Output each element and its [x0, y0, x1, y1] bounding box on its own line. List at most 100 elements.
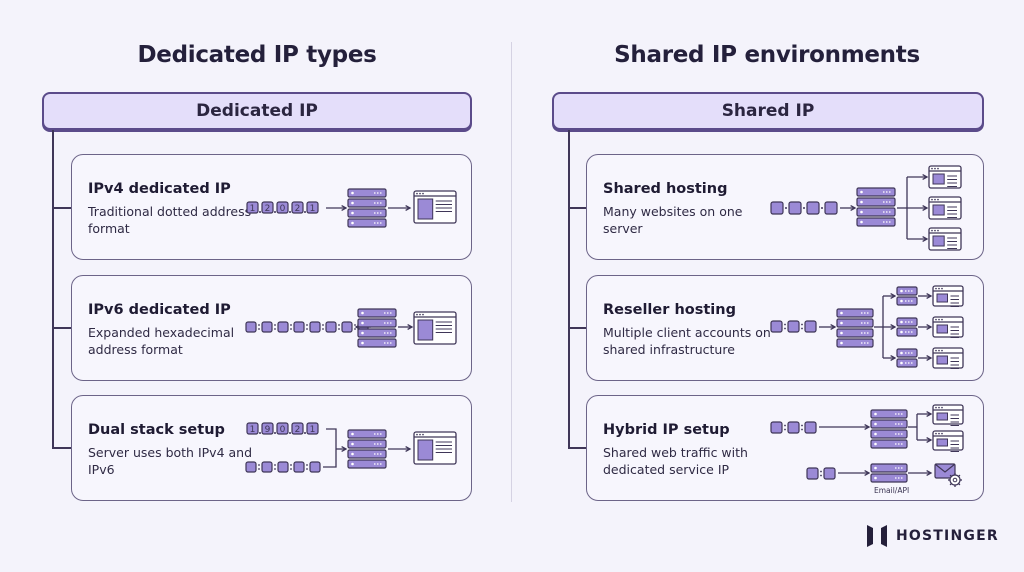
ip-segment	[261, 461, 273, 473]
left-connector-branch-3	[52, 447, 72, 449]
ipv6-to-server-to-site-illustration	[245, 308, 457, 348]
card-hybrid-ip: Hybrid IP setup Shared web traffic with …	[586, 395, 984, 501]
ip-segment: 9	[261, 422, 274, 435]
left-connector-branch-1	[52, 207, 72, 209]
ip-segment	[293, 461, 305, 473]
server-icon	[870, 409, 908, 449]
ip-segment	[804, 421, 817, 434]
ip-segment	[309, 461, 321, 473]
svg-text:1: 1	[250, 425, 256, 435]
website-icon	[932, 347, 964, 369]
left-column-title: Dedicated IP types	[137, 42, 377, 68]
website-icon	[932, 404, 964, 426]
card-shared-hosting: Shared hosting Many websites on one serv…	[586, 154, 984, 260]
email-gear-icon	[934, 463, 962, 487]
card-description: Multiple client accounts on shared infra…	[603, 325, 771, 357]
server-icon	[357, 308, 397, 348]
svg-text:9: 9	[265, 425, 271, 435]
website-icon	[928, 196, 962, 220]
card-title: Hybrid IP setup	[603, 422, 730, 438]
ip-segment	[770, 320, 783, 333]
svg-text:2: 2	[295, 425, 301, 435]
ip-segment	[788, 201, 802, 215]
right-connector-trunk	[568, 130, 570, 448]
ip-segment	[277, 461, 289, 473]
hybrid-ip-illustration: Email/API	[770, 404, 964, 495]
ip-segment	[806, 467, 819, 480]
ip-segment: 2	[291, 422, 304, 435]
card-title: Shared hosting	[603, 181, 728, 197]
right-connector-branch-1	[568, 207, 588, 209]
ip-segment	[823, 467, 836, 480]
ip-segment	[245, 461, 257, 473]
ip-segment	[787, 320, 800, 333]
ip-segment	[325, 321, 337, 333]
card-description: Many websites on one server	[603, 204, 743, 236]
svg-text:1: 1	[250, 204, 256, 214]
website-icon	[932, 316, 964, 338]
server-icon	[896, 348, 918, 368]
card-title: Reseller hosting	[603, 302, 736, 318]
ip-segment	[770, 201, 784, 215]
service-label: Email/API	[874, 486, 909, 495]
reseller-hosting-illustration	[770, 285, 964, 369]
ip-segment	[787, 421, 800, 434]
ip-segment: 0	[276, 201, 289, 214]
ip-segment	[309, 321, 321, 333]
card-description: Traditional dotted address format	[88, 204, 252, 236]
shared-hosting-illustration	[770, 165, 962, 251]
server-icon	[347, 429, 387, 469]
website-icon	[413, 311, 457, 345]
server-icon	[870, 463, 908, 483]
ip-segment: 0	[276, 422, 289, 435]
website-icon	[932, 430, 964, 452]
card-reseller-hosting: Reseller hosting Multiple client account…	[586, 275, 984, 381]
svg-text:2: 2	[265, 204, 271, 214]
website-icon	[413, 190, 457, 224]
ip-segment: 1	[306, 422, 319, 435]
ip-segment: 1	[306, 201, 319, 214]
left-connector-trunk	[52, 130, 54, 448]
ip-segment: 1	[246, 201, 259, 214]
website-icon	[413, 431, 457, 465]
dedicated-ip-header: Dedicated IP	[42, 92, 472, 130]
ip-segment: 2	[261, 201, 274, 214]
server-icon	[856, 187, 896, 227]
server-icon	[347, 188, 387, 228]
ip-segment	[804, 320, 817, 333]
website-icon	[928, 227, 962, 251]
shared-ip-header: Shared IP	[552, 92, 984, 130]
svg-text:0: 0	[280, 204, 286, 214]
ip-segment	[341, 321, 353, 333]
card-title: IPv4 dedicated IP	[88, 181, 231, 197]
card-description: Server uses both IPv4 and IPv6	[88, 445, 253, 477]
ip-segment	[824, 201, 838, 215]
card-ipv4-dedicated: IPv4 dedicated IP Traditional dotted add…	[71, 154, 472, 260]
server-icon	[836, 308, 874, 348]
website-icon	[928, 165, 962, 189]
ip-segment	[806, 201, 820, 215]
server-icon	[896, 317, 918, 337]
ip-segment	[245, 321, 257, 333]
website-icon	[932, 285, 964, 307]
card-title: IPv6 dedicated IP	[88, 302, 231, 318]
server-icon	[896, 286, 918, 306]
card-description: Expanded hexadecimal address format	[88, 325, 235, 357]
column-divider	[511, 42, 512, 502]
card-description: Shared web traffic with dedicated servic…	[603, 445, 748, 477]
hostinger-mark-icon	[867, 525, 887, 547]
ip-segment	[277, 321, 289, 333]
svg-text:0: 0	[280, 425, 286, 435]
card-dual-stack: Dual stack setup Server uses both IPv4 a…	[71, 395, 472, 501]
svg-text:2: 2	[295, 204, 301, 214]
card-title: Dual stack setup	[88, 422, 225, 438]
ip-segment	[261, 321, 273, 333]
svg-text:1: 1	[310, 425, 316, 435]
brand-name: HOSTINGER	[896, 528, 999, 544]
ip-segment	[770, 421, 783, 434]
right-connector-branch-2	[568, 327, 588, 329]
ip-segment: 2	[291, 201, 304, 214]
left-connector-branch-2	[52, 327, 72, 329]
